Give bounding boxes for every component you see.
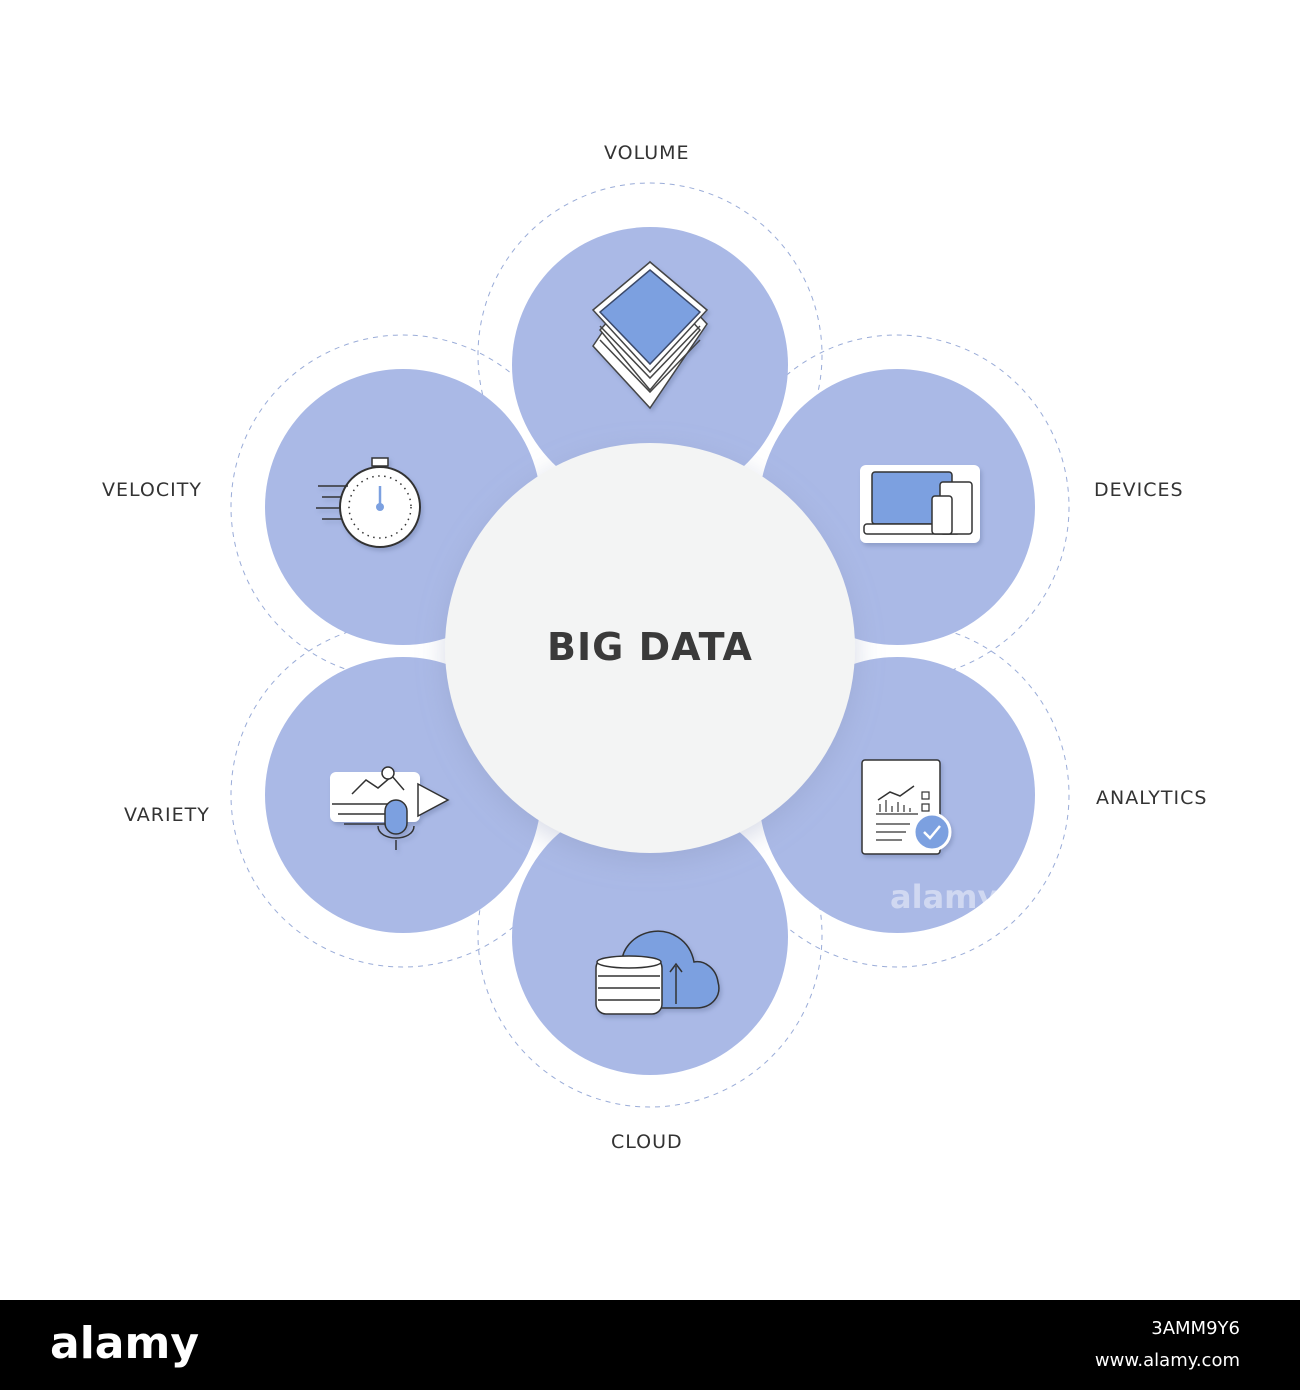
footer-image-id: 3AMM9Y6: [1151, 1318, 1240, 1339]
cloud-database-icon: [595, 930, 720, 1015]
report-check-icon: [861, 759, 952, 855]
devices-icon: [860, 465, 980, 543]
layers-icon: [591, 260, 709, 410]
label-variety: VARIETY: [124, 804, 210, 826]
label-devices: DEVICES: [1094, 479, 1184, 501]
footer-logo: alamy: [50, 1318, 199, 1369]
watermark-logo: alamy: [890, 878, 999, 916]
label-velocity: VELOCITY: [102, 479, 202, 501]
footer-url: www.alamy.com: [1094, 1350, 1240, 1371]
label-cloud: CLOUD: [611, 1131, 683, 1153]
center-circle: [445, 443, 855, 853]
footer-bar: alamy 3AMM9Y6 www.alamy.com: [0, 1300, 1300, 1390]
label-volume: VOLUME: [604, 142, 690, 164]
media-variety-icon: [330, 766, 450, 850]
big-data-diagram: [230, 182, 1070, 1108]
label-analytics: ANALYTICS: [1096, 787, 1208, 809]
center-title: BIG DATA: [547, 625, 753, 669]
stopwatch-icon: [316, 457, 421, 548]
